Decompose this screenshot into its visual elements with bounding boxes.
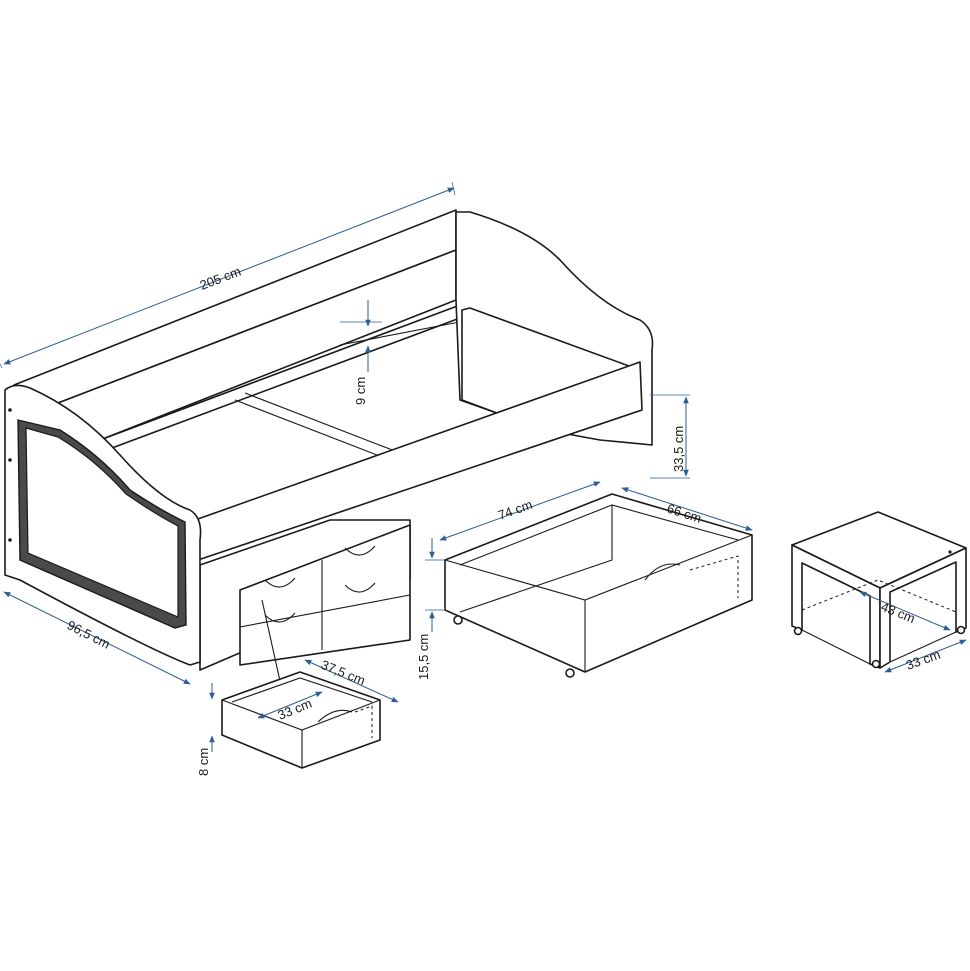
trundle-wheel <box>565 668 575 678</box>
cube-width-label: 33 cm <box>904 647 942 673</box>
trundle-wheel <box>453 615 463 625</box>
drawer-pull-arrow <box>261 599 283 691</box>
cube-top <box>791 511 967 589</box>
small-drawer-hidden <box>354 705 373 738</box>
under-drawer-front <box>239 524 411 666</box>
center-beam-edge <box>244 392 401 454</box>
drawer-row-divider <box>239 594 411 628</box>
cube-nightstand <box>791 511 967 669</box>
screw-hole <box>8 458 12 462</box>
drawer-pull-2 <box>344 545 376 556</box>
dim-cube-width: 33 cm <box>884 639 967 673</box>
trundle-hidden-edge <box>689 555 739 598</box>
screw-hole <box>8 538 12 542</box>
trundle-height-label: 15,5 cm <box>416 634 431 680</box>
drawer-pull-3 <box>264 612 296 623</box>
dim-drawer-height: 8 cm <box>196 683 215 776</box>
drawer-height-label: 8 cm <box>196 748 211 776</box>
cube-screw <box>948 550 952 554</box>
cube-right-face <box>879 547 967 669</box>
dim-trundle-height: 15,5 cm <box>416 538 445 680</box>
screw-hole <box>8 408 12 412</box>
dim-mattress-recess: 9 cm <box>340 300 382 405</box>
dim-side-height: 33,5 cm <box>650 394 690 479</box>
drawer-pull-4 <box>344 582 376 593</box>
cube-wheel <box>793 626 803 636</box>
cube-bottom-left <box>801 629 871 665</box>
small-drawer-handle <box>317 709 353 723</box>
trundle-handle <box>644 563 681 581</box>
headboard-panel-inset <box>25 427 179 618</box>
drawer-pull-1 <box>264 577 296 588</box>
side-height-label: 33,5 cm <box>671 426 686 472</box>
mattress-recess-label: 9 cm <box>353 377 368 405</box>
trundle-outline <box>444 493 753 673</box>
cube-wheel <box>871 659 881 669</box>
bed-length-label: 205 cm <box>198 264 243 293</box>
center-beam <box>234 399 391 461</box>
trundle-inner-floor <box>459 505 613 613</box>
trundle-width-label: 74 cm <box>496 497 534 523</box>
cube-wheel <box>956 625 966 635</box>
small-drawer-outline <box>221 671 381 769</box>
